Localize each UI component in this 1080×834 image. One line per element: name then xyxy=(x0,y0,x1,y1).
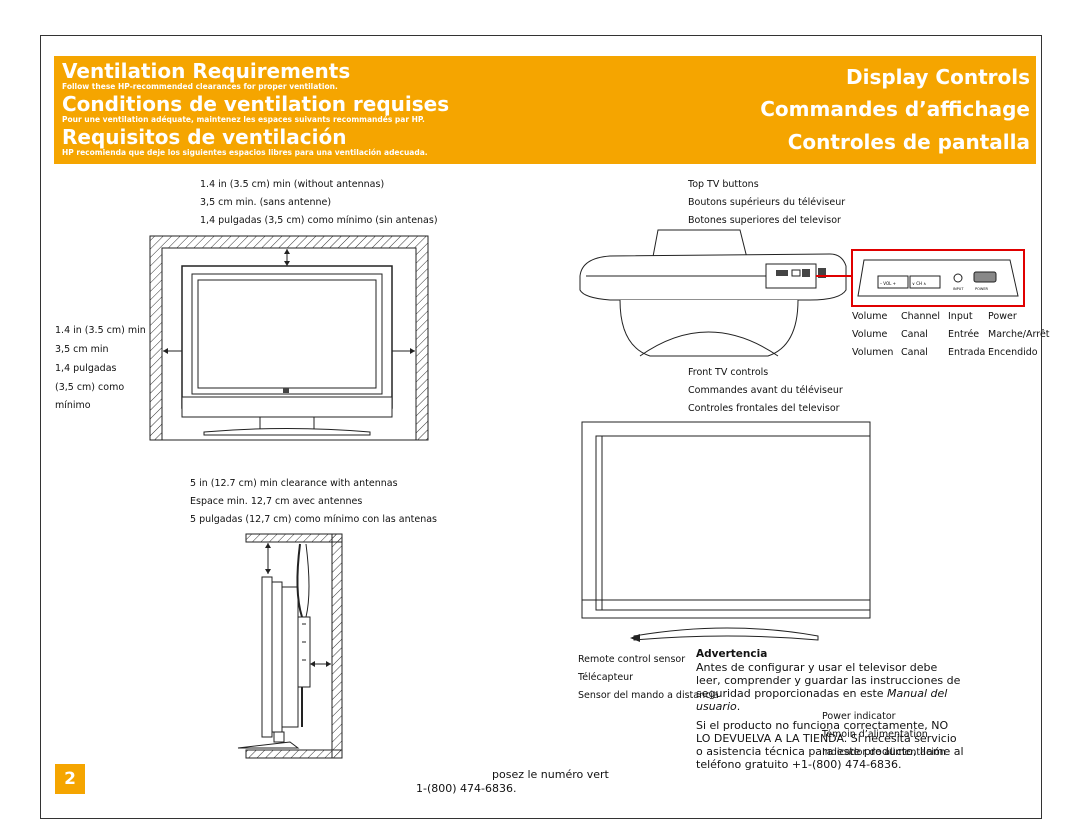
power-indicator-es: Indicador de alimentación xyxy=(822,747,946,758)
input-marking: INPUT xyxy=(953,287,964,291)
warning-paragraph-1: Antes de configurar y usar el televisor … xyxy=(696,661,961,713)
top-view-tv-diagram: – VOL + ∨ CH ∧ INPUT POWER xyxy=(579,229,1025,357)
header-banner: Ventilation Requirements Follow these HP… xyxy=(54,56,1036,164)
antenna-clearance-es: 5 pulgadas (12,7 cm) como mínimo con las… xyxy=(190,514,437,525)
title-en: Ventilation Requirements xyxy=(62,59,351,83)
vol-marking: – VOL + xyxy=(880,281,896,286)
front-controls-es: Controles frontales del televisor xyxy=(688,403,840,414)
top-buttons-es: Botones superiores del televisor xyxy=(688,215,841,226)
warning-title: Advertencia xyxy=(696,648,768,660)
front-tv-diagram xyxy=(581,421,871,642)
title-es: Requisitos de ventilación xyxy=(62,125,347,149)
top-clearance-en: 1.4 in (3.5 cm) min (without antennas) xyxy=(200,179,385,190)
power-label-fr: Marche/Arrêt xyxy=(988,329,1050,340)
side-clearance-3: 1,4 pulgadas xyxy=(55,363,117,374)
right-title-es: Controles de pantalla xyxy=(787,130,1030,154)
manual-title: Manual del usuario xyxy=(696,687,948,713)
volume-label-es: Volumen xyxy=(852,347,894,358)
page-number: 2 xyxy=(55,764,85,794)
power-label-es: Encendido xyxy=(988,347,1038,358)
top-buttons-en: Top TV buttons xyxy=(688,179,759,190)
subtitle-en: Follow these HP-recommended clearances f… xyxy=(62,82,338,91)
remote-sensor-fr: Télécapteur xyxy=(578,672,634,683)
input-label-es: Entrada xyxy=(948,347,986,358)
top-clearance-es: 1,4 pulgadas (3,5 cm) como mínimo (sin a… xyxy=(200,215,438,226)
warning-body: Antes de configurar y usar el televisor … xyxy=(696,661,964,771)
subtitle-es: HP recomienda que deje los siguientes es… xyxy=(62,148,428,157)
power-label-en: Power xyxy=(988,311,1017,322)
front-controls-en: Front TV controls xyxy=(688,367,769,378)
front-controls-fr: Commandes avant du téléviseur xyxy=(688,385,843,396)
input-label-fr: Entrée xyxy=(948,329,980,340)
title-fr: Conditions de ventilation requises xyxy=(62,92,450,116)
antenna-clearance-en: 5 in (12.7 cm) min clearance with antenn… xyxy=(190,478,398,489)
side-ventilation-diagram xyxy=(237,533,343,759)
side-clearance-2: 3,5 cm min xyxy=(55,344,109,355)
warning-paragraph-2: Si el producto no funciona correctamente… xyxy=(696,719,964,771)
power-indicator-fr: Témoin d’alimentation xyxy=(822,729,928,740)
power-marking: POWER xyxy=(975,287,989,291)
volume-label-fr: Volume xyxy=(852,329,888,340)
power-indicator-en: Power indicator xyxy=(822,711,896,722)
channel-label-es: Canal xyxy=(901,347,928,358)
antenna-clearance-fr: Espace min. 12,7 cm avec antennes xyxy=(190,496,363,507)
ch-marking: ∨ CH ∧ xyxy=(912,281,926,286)
right-title-fr: Commandes d’affichage xyxy=(760,97,1030,121)
french-fragment-2: 1-(800) 474-6836. xyxy=(416,782,517,795)
top-clearance-fr: 3,5 cm min. (sans antenne) xyxy=(200,197,332,208)
volume-label-en: Volume xyxy=(852,311,888,322)
side-clearance-5: mínimo xyxy=(55,400,91,411)
input-label-en: Input xyxy=(948,311,973,322)
channel-label-en: Channel xyxy=(901,311,941,322)
channel-label-fr: Canal xyxy=(901,329,928,340)
top-buttons-fr: Boutons supérieurs du téléviseur xyxy=(688,197,846,208)
remote-sensor-en: Remote control sensor xyxy=(578,654,686,665)
front-ventilation-diagram xyxy=(149,235,429,441)
page-frame xyxy=(40,35,1042,819)
subtitle-fr: Pour une ventilation adéquate, maintenez… xyxy=(62,115,425,124)
side-clearance-1: 1.4 in (3.5 cm) min xyxy=(55,325,146,336)
side-clearance-4: (3,5 cm) como xyxy=(55,382,125,393)
remote-sensor-es: Sensor del mando a distancia xyxy=(578,690,719,701)
right-title-en: Display Controls xyxy=(846,65,1030,89)
french-fragment-1: posez le numéro vert xyxy=(492,768,609,781)
